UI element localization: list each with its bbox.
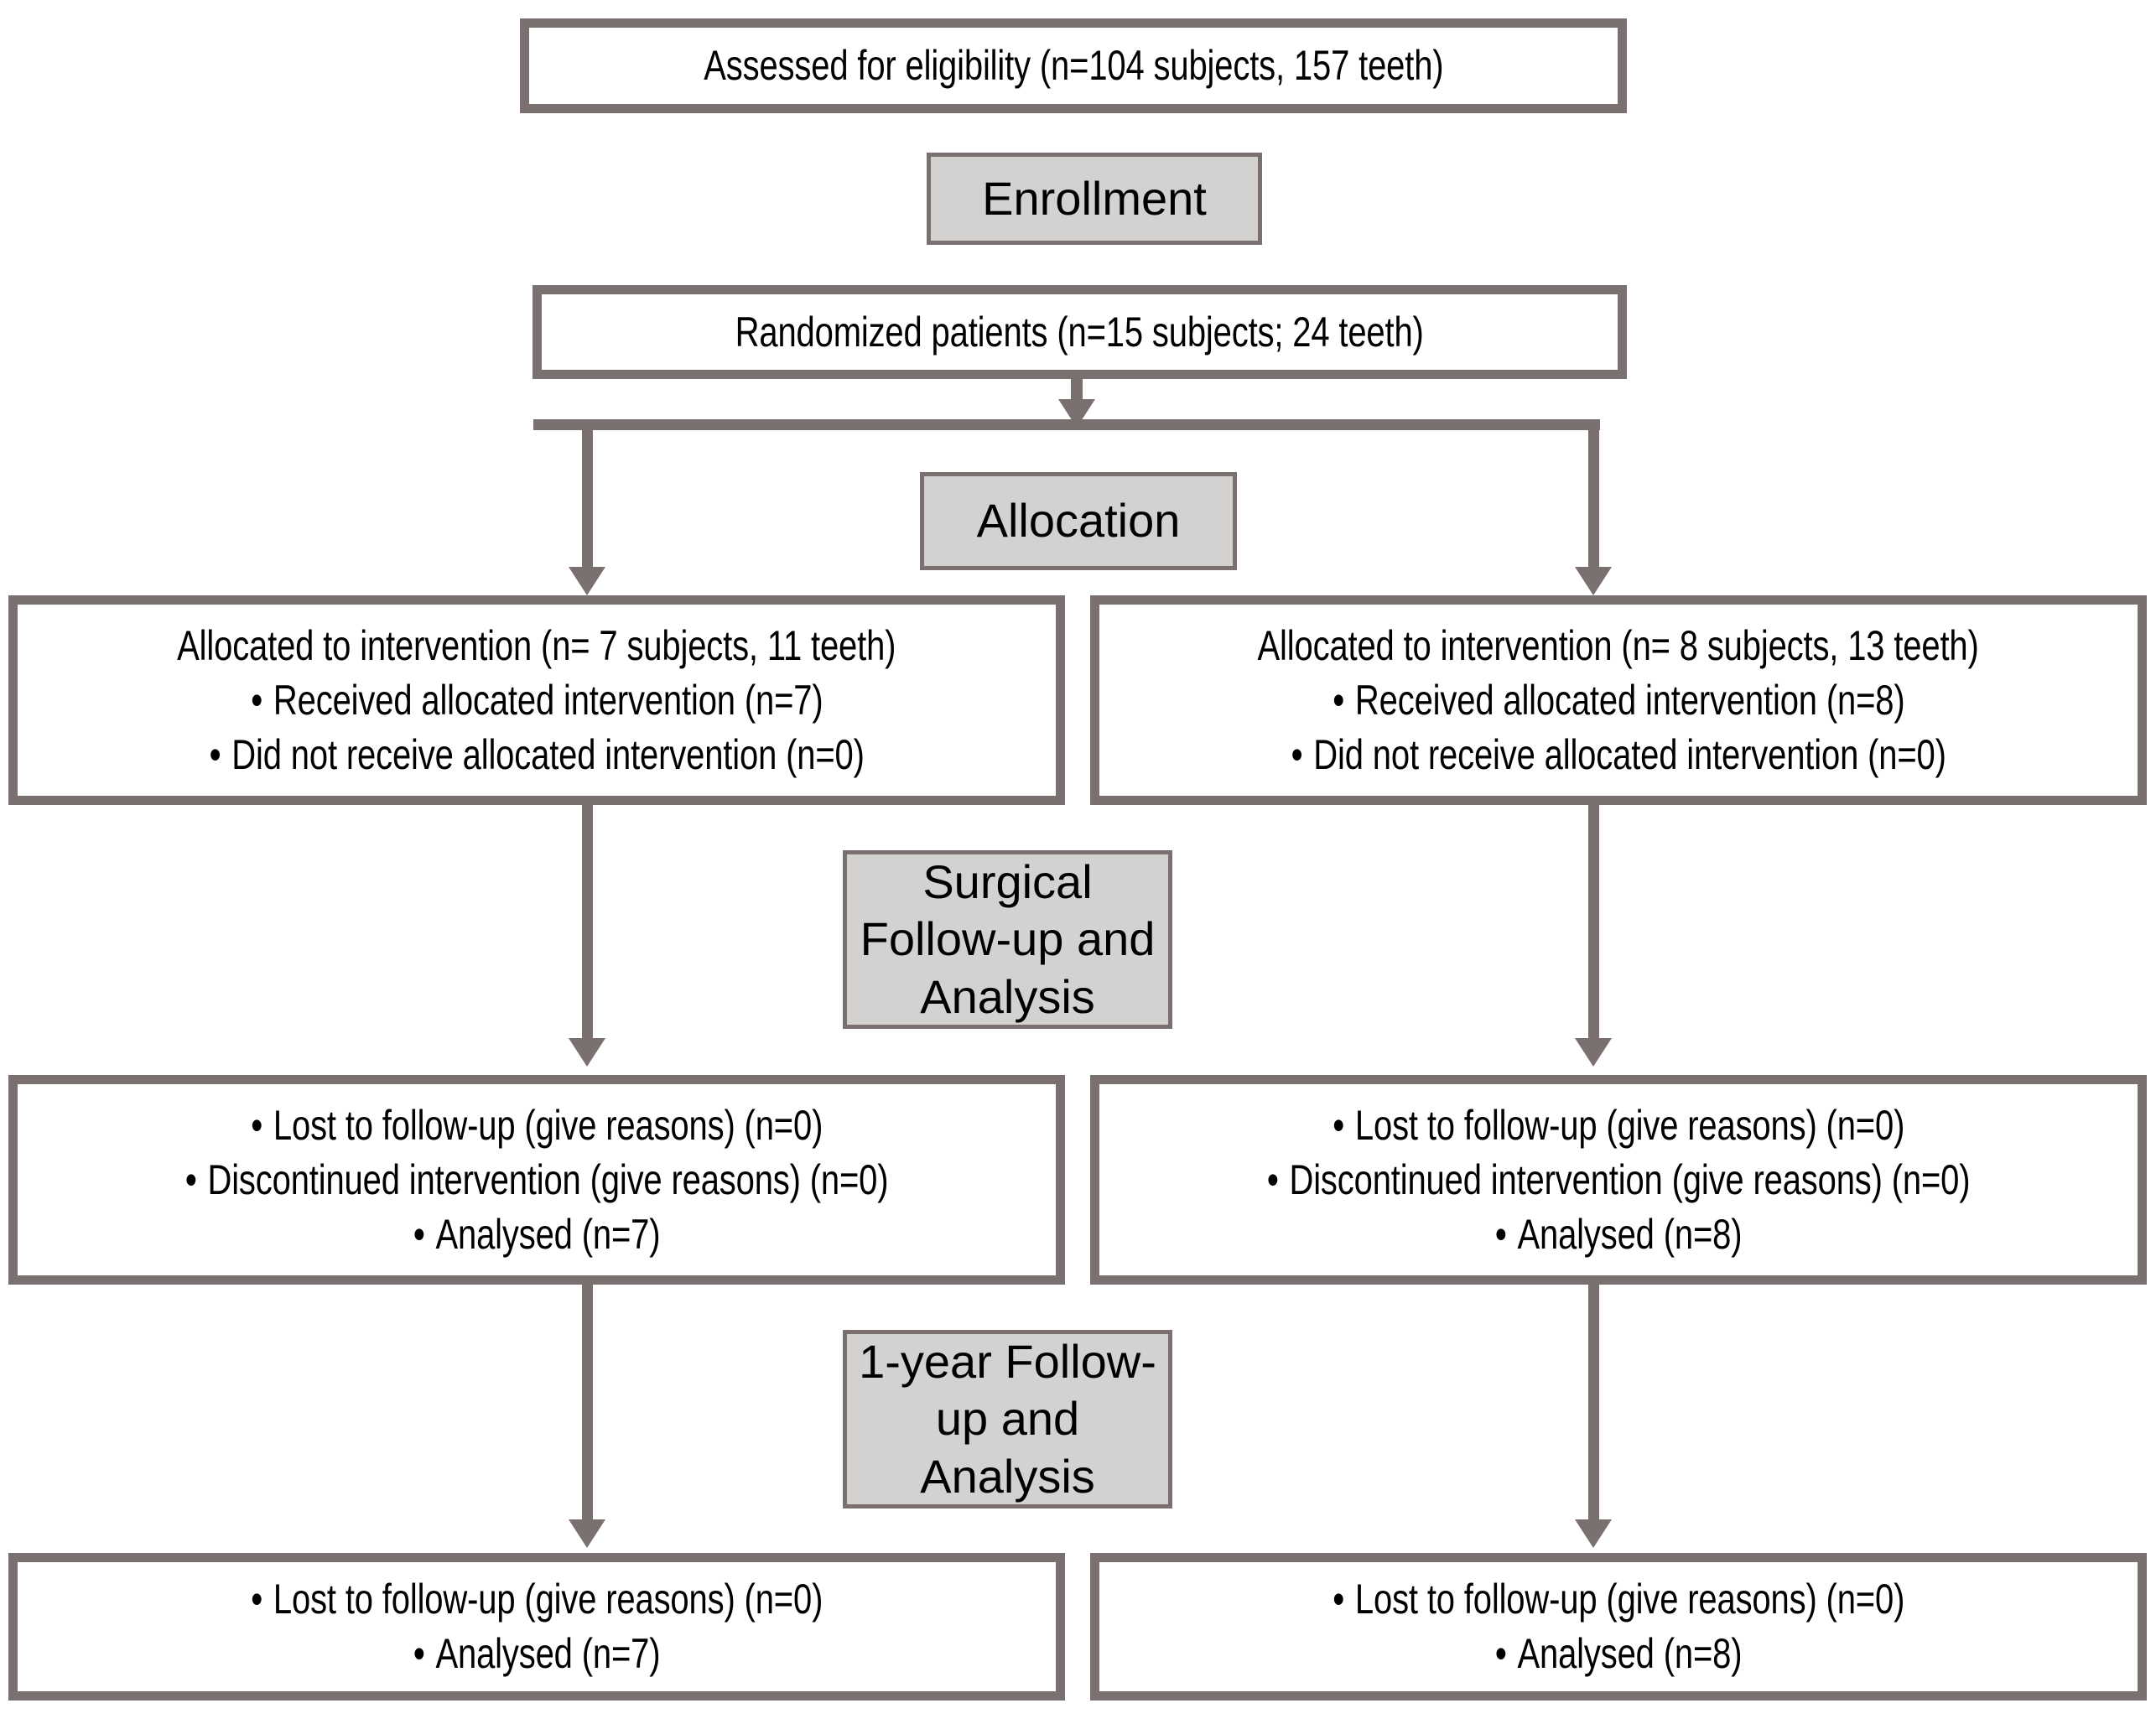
box-surgical-followup-left: Lost to follow-up (give reasons) (n=0) D…: [8, 1075, 1065, 1285]
box-oneyear-followup-right: Lost to follow-up (give reasons) (n=0) A…: [1090, 1553, 2147, 1701]
connector-oneyear-right: [1588, 1285, 1599, 1538]
arrowhead-surgical-right: [1575, 1038, 1612, 1067]
arrowhead-oneyear-right: [1575, 1519, 1612, 1548]
stage-label-allocation: Allocation: [920, 472, 1237, 570]
stage-label-oneyear-followup: 1-year Follow-up and Analysis: [843, 1330, 1172, 1508]
surgical-left-bullet-3: Analysed (n=7): [413, 1207, 660, 1262]
surgical-right-bullet-2: Discontinued intervention (give reasons)…: [1267, 1153, 1970, 1207]
box-oneyear-followup-left: Lost to follow-up (give reasons) (n=0) A…: [8, 1553, 1065, 1701]
surgical-right-bullet-3: Analysed (n=8): [1495, 1207, 1742, 1262]
allocated-left-bullet-2: Did not receive allocated intervention (…: [209, 728, 865, 782]
connector-split-left-leg: [582, 419, 593, 587]
connector-surgical-right: [1588, 805, 1599, 1057]
arrowhead-allocation-left: [569, 567, 605, 595]
connector-split-right-leg: [1588, 419, 1599, 587]
allocated-right-bullet-1: Received allocated intervention (n=8): [1333, 673, 1905, 728]
eligibility-text: Assessed for eligibility (n=104 subjects…: [703, 42, 1444, 89]
arrowhead-randomized-down: [1058, 399, 1095, 428]
connector-oneyear-left: [582, 1285, 593, 1538]
surgical-right-bullet-1: Lost to follow-up (give reasons) (n=0): [1333, 1098, 1905, 1153]
oneyear-right-bullet-2: Analysed (n=8): [1495, 1627, 1742, 1681]
oneyear-left-bullet-1: Lost to follow-up (give reasons) (n=0): [251, 1572, 823, 1627]
surgical-left-bullet-1: Lost to follow-up (give reasons) (n=0): [251, 1098, 823, 1153]
surgical-left-bullet-2: Discontinued intervention (give reasons)…: [185, 1153, 888, 1207]
box-randomized-patients: Randomized patients (n=15 subjects; 24 t…: [533, 285, 1627, 379]
connector-surgical-left: [582, 805, 593, 1057]
randomized-text: Randomized patients (n=15 subjects; 24 t…: [735, 308, 1425, 356]
arrowhead-oneyear-left: [569, 1519, 605, 1548]
allocated-right-bullet-2: Did not receive allocated intervention (…: [1291, 728, 1946, 782]
arrowhead-allocation-right: [1575, 567, 1612, 595]
oneyear-right-bullet-1: Lost to follow-up (give reasons) (n=0): [1333, 1572, 1905, 1627]
arrowhead-surgical-left: [569, 1038, 605, 1067]
allocated-right-heading: Allocated to intervention (n= 8 subjects…: [1257, 621, 1980, 669]
oneyear-left-bullet-2: Analysed (n=7): [413, 1627, 660, 1681]
allocated-left-heading: Allocated to intervention (n= 7 subjects…: [177, 621, 896, 669]
box-assessed-for-eligibility: Assessed for eligibility (n=104 subjects…: [520, 18, 1627, 113]
box-allocated-right: Allocated to intervention (n= 8 subjects…: [1090, 595, 2147, 805]
box-allocated-left: Allocated to intervention (n= 7 subjects…: [8, 595, 1065, 805]
box-surgical-followup-right: Lost to follow-up (give reasons) (n=0) D…: [1090, 1075, 2147, 1285]
stage-label-surgical-followup: Surgical Follow-up and Analysis: [843, 850, 1172, 1029]
allocated-left-bullet-1: Received allocated intervention (n=7): [251, 673, 823, 728]
stage-label-enrollment: Enrollment: [927, 153, 1262, 245]
